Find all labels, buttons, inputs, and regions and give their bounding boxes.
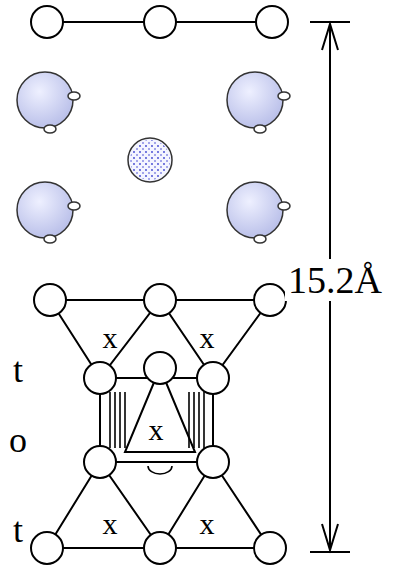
layer-label: t [13,352,23,388]
cation-site: x [103,323,118,353]
cation-site: x [149,415,164,445]
layer-label: o [9,422,27,458]
dimension-label: 15.2Å [285,259,385,301]
layer-label: t [13,512,23,548]
cation-site: x [103,509,118,539]
cation-site: x [200,509,215,539]
cation-site: x [200,323,215,353]
